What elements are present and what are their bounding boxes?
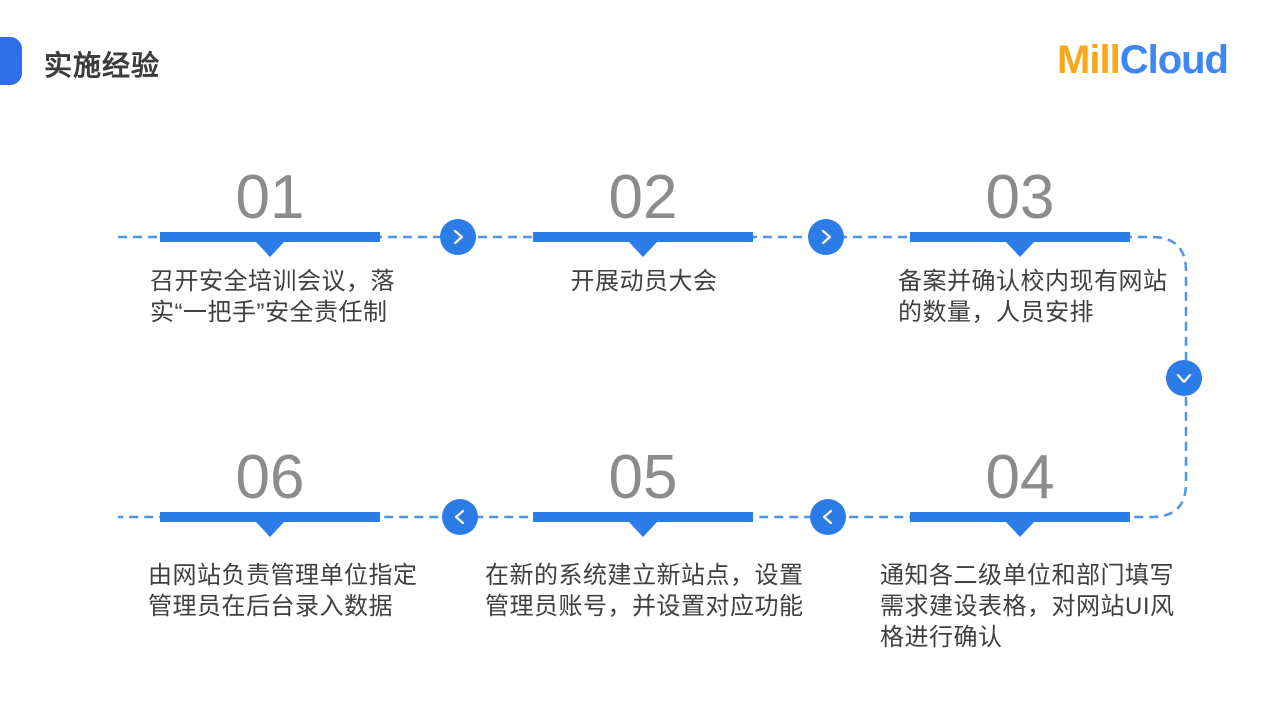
chevron-right-icon xyxy=(808,219,844,255)
step-number-01: 01 xyxy=(235,163,305,232)
step-bar-03 xyxy=(910,232,1130,257)
step-text-06: 由网站负责管理单位指定管理员在后台录入数据 xyxy=(148,562,418,620)
logo: MillCloud xyxy=(1057,38,1229,82)
step-bar-04 xyxy=(910,512,1130,537)
step-bar-01 xyxy=(160,232,380,257)
title-accent-bar xyxy=(0,37,22,85)
step-text-05: 在新的系统建立新站点，设置管理员账号，并设置对应功能 xyxy=(485,562,804,620)
step-bar-06 xyxy=(160,512,380,537)
step-number-05: 05 xyxy=(608,443,678,512)
chevron-left-icon xyxy=(810,499,846,535)
step-text-02: 开展动员大会 xyxy=(570,268,718,295)
step-text-01: 召开安全培训会议，落实“一把手”安全责任制 xyxy=(150,268,395,326)
step-number-03: 03 xyxy=(985,163,1055,232)
chevron-left-icon xyxy=(442,499,478,535)
step-bar-05 xyxy=(533,512,753,537)
logo-text-mill: Mill xyxy=(1057,38,1121,82)
step-text-04: 通知各二级单位和部门填写需求建设表格，对网站UI风格进行确认 xyxy=(880,562,1175,651)
logo-text-cloud: Cloud xyxy=(1119,38,1229,82)
page-title: 实施经验 xyxy=(44,50,161,81)
step-number-04: 04 xyxy=(985,443,1055,512)
step-number-02: 02 xyxy=(608,163,678,232)
step-bar-02 xyxy=(533,232,753,257)
chevron-down-icon xyxy=(1166,360,1202,396)
step-text-03: 备案并确认校内现有网站的数量，人员安排 xyxy=(898,268,1168,326)
step-number-06: 06 xyxy=(235,443,305,512)
chevron-right-icon xyxy=(440,219,476,255)
